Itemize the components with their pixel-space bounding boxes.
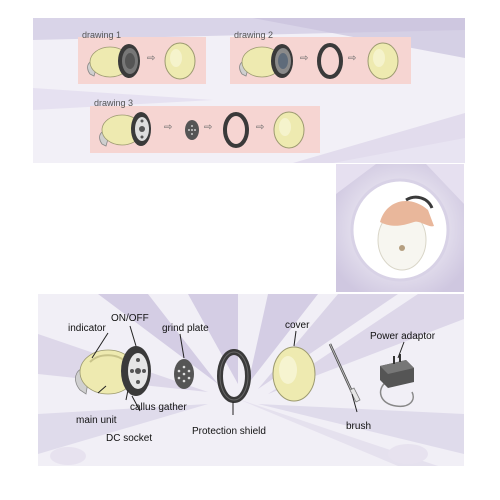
arrow-icon: ⇨	[164, 122, 173, 133]
drawing-1-device	[87, 44, 140, 78]
main-unit-device	[75, 346, 151, 396]
drawing-1-cover	[164, 42, 196, 80]
label-dc-socket: DC socket	[106, 433, 153, 444]
label-main-unit: main unit	[76, 415, 117, 426]
brush-part	[328, 343, 361, 403]
diagram-background	[38, 294, 464, 466]
label-cover: cover	[285, 320, 310, 331]
label-protection-shield: Protection shield	[192, 426, 266, 437]
grind-plate-part	[174, 359, 194, 389]
drawing-3-shield	[223, 112, 249, 148]
drawing-1-label: drawing 1	[82, 30, 122, 40]
label-brush: brush	[346, 421, 372, 432]
arrow-icon: ⇨	[147, 53, 156, 64]
drawing-2-shield	[317, 43, 343, 79]
arrow-icon: ⇨	[300, 53, 309, 64]
arrow-icon: ⇨	[348, 53, 357, 64]
arrow-icon: ⇨	[256, 122, 265, 133]
label-indicator: indicator	[68, 323, 106, 334]
label-grind-plate: grind plate	[162, 323, 209, 334]
drawing-3-grind-plate	[185, 120, 199, 140]
drawing-2-label: drawing 2	[234, 30, 274, 40]
drawing-2-device	[239, 44, 293, 78]
label-power-adaptor: Power adaptor	[370, 331, 436, 342]
label-callus-gather: callus gather	[130, 402, 187, 413]
label-on-off: ON/OFF	[111, 313, 149, 324]
drawing-3-label: drawing 3	[94, 98, 134, 108]
power-adaptor-part	[379, 354, 414, 408]
drawing-3-device	[99, 112, 151, 147]
drawing-3-cover	[273, 111, 305, 149]
protection-shield-part	[217, 349, 251, 403]
hand-holding-device-photo	[336, 164, 464, 292]
drawing-2-cover	[367, 42, 399, 80]
cover-part	[272, 346, 316, 402]
arrow-icon: ⇨	[204, 122, 213, 133]
